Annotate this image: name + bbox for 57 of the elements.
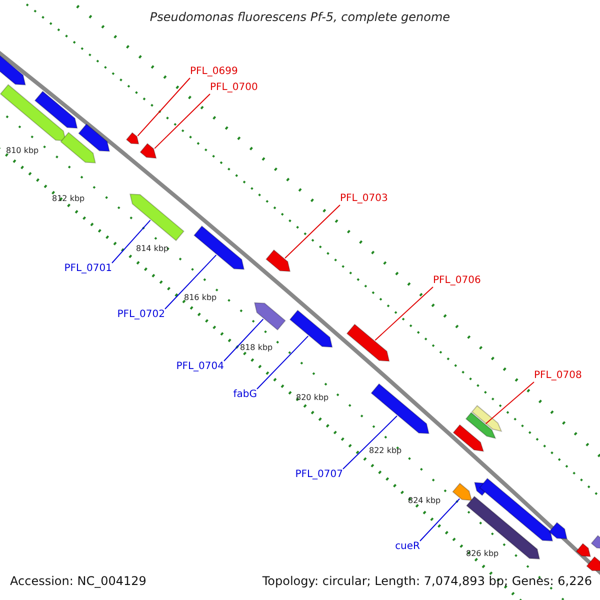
gene-feature [254,302,286,331]
leader-line [284,204,340,259]
gene-feature [129,194,184,242]
gene-feature [548,522,568,540]
gene-feature [126,132,140,144]
gene-label: PFL_0700 [210,82,258,94]
leader-line [342,415,398,470]
tick-label: 816 kbp [184,293,217,302]
tick-label: 810 kbp [6,146,39,155]
leader-line [256,336,309,390]
gene-label: PFL_0699 [190,66,238,78]
gene-feature [471,404,502,432]
accession-text: Accession: NC_004129 [10,574,146,588]
gene-feature [465,412,496,439]
gene-feature [576,542,592,558]
gene-feature [586,556,600,572]
leader-line [224,318,264,362]
leader-line [137,78,190,136]
tick-label: 824 kbp [408,496,441,505]
leader-line [374,286,434,341]
genome-info-text: Topology: circular; Length: 7,074,893 bp; Genes: 6,226 [262,574,592,588]
gene-feature [346,324,390,362]
gene-feature [0,54,26,86]
tick-label: 826 kbp [466,549,499,558]
title: Pseudomonas fluorescens Pf-5, complete genome [148,10,452,24]
gene-feature [452,482,472,501]
gene-label: cueR [395,541,420,553]
gene-feature [478,478,554,542]
gene-label: PFL_0708 [534,370,582,382]
gene-feature [0,84,66,142]
gene-label: PFL_0703 [340,193,388,205]
leader-line [420,498,460,542]
tick-label: 814 kbp [136,244,169,253]
tick-label: 820 kbp [296,393,329,402]
gene-feature [265,249,291,272]
gene-feature [466,496,540,560]
gene-label: PFL_0707 [295,469,343,481]
gene-label: PFL_0704 [176,361,224,373]
gene-feature [289,310,333,348]
gene-feature [78,123,110,152]
leader-line [164,254,217,310]
gene-feature [193,225,245,270]
gene-label: PFL_0702 [117,309,165,321]
gene-feature [34,90,78,129]
tick-label: 812 kbp [52,194,85,203]
leader-line [154,94,210,149]
gene-feature [590,534,600,550]
gene-label: PFL_0701 [64,263,112,275]
gene-feature [452,424,484,452]
tick-label: 822 kbp [369,446,402,455]
leader-line [112,220,151,264]
gene-label: PFL_0706 [433,275,481,287]
gene-feature [370,383,430,434]
gene-label: fabG [233,389,257,401]
tick-label: 818 kbp [240,343,273,352]
gene-feature [60,132,96,164]
gene-feature [140,142,157,159]
